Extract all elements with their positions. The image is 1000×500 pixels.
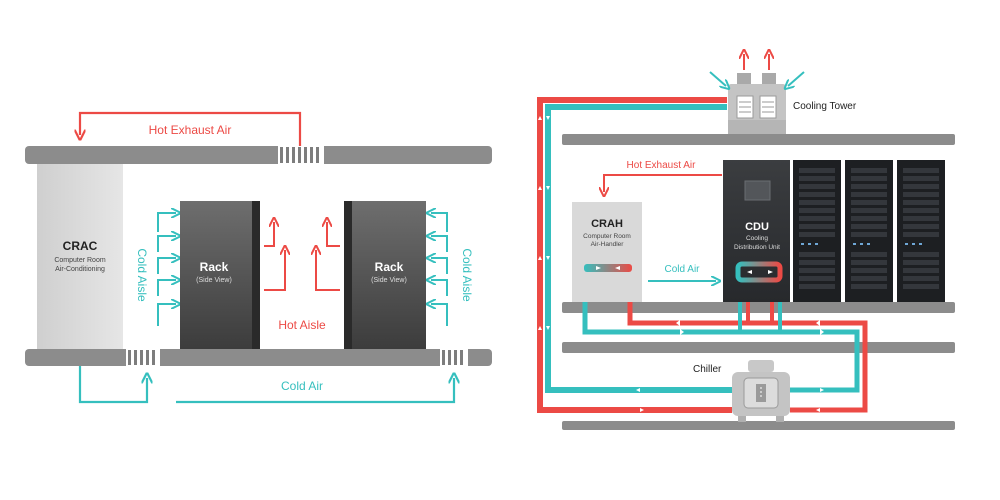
cold-aisle-right-arrows	[431, 213, 448, 326]
cooling-tower-exhaust-arrows	[744, 54, 769, 70]
hot-aisle-label: Hot Aisle	[278, 318, 326, 332]
crah-title: CRAH	[591, 218, 623, 230]
slab-floor-3	[562, 421, 955, 430]
floor-vent-left	[126, 348, 160, 367]
hot-exhaust-arrow	[80, 111, 302, 146]
cdu-subtitle-1: Cooling	[746, 235, 768, 242]
cold-aisle-left-label: Cold Aisle	[135, 248, 149, 302]
hot-exhaust-label: Hot Exhaust Air	[149, 123, 232, 137]
cdu-display	[744, 180, 771, 201]
rack-left-title: Rack	[200, 260, 229, 274]
server-racks	[793, 160, 945, 302]
server-rack-2	[845, 160, 893, 302]
slab-floor-2	[562, 342, 955, 353]
cold-air-underfloor-arrow-right	[176, 378, 454, 404]
cooling-tower	[728, 73, 786, 134]
floor-vent-right	[440, 348, 468, 367]
cdu-coil	[735, 261, 783, 283]
rack-right-title: Rack	[375, 260, 404, 274]
hot-aisle-arrows	[264, 222, 340, 291]
cold-air-label-right: Cold Air	[664, 264, 700, 275]
crac-subtitle-2: Air-Conditioning	[55, 266, 105, 273]
server-rack-3	[897, 160, 945, 302]
cooling-tower-label: Cooling Tower	[793, 101, 857, 112]
crah-coil	[584, 264, 632, 272]
condenser-loop-hot	[537, 97, 732, 413]
right-diagram: Cooling Tower Hot Exhaust Air CRAH Compu…	[537, 54, 955, 430]
hot-exhaust-label-right: Hot Exhaust Air	[627, 160, 697, 171]
crac-unit	[37, 164, 123, 349]
rack-left	[180, 201, 252, 349]
chiller-unit	[732, 360, 790, 422]
rack-right	[352, 201, 426, 349]
left-diagram: Hot Exhaust Air CRAC Computer Room Air-C…	[25, 111, 492, 404]
cooling-tower-intake-arrows	[709, 71, 805, 86]
cold-aisle-right-label: Cold Aisle	[460, 248, 474, 302]
chilled-loop-hot	[627, 267, 868, 413]
flow-chevrons	[538, 116, 824, 412]
raised-floor-slab	[25, 349, 492, 366]
cdu-title: CDU	[745, 221, 769, 233]
cdu-subtitle-2: Distribution Unit	[734, 244, 780, 251]
server-rack-1	[793, 160, 841, 302]
chilled-loop-cold	[582, 267, 860, 393]
crah-unit	[572, 202, 642, 302]
hot-exhaust-arrow-right	[604, 174, 722, 192]
slab-floor-1	[562, 302, 955, 313]
chiller-label: Chiller	[693, 364, 722, 375]
crac-title: CRAC	[63, 239, 98, 253]
cold-air-underfloor-arrow-left	[78, 366, 147, 404]
rack-right-subtitle: (Side View)	[371, 277, 407, 284]
rack-left-subtitle: (Side View)	[196, 277, 232, 284]
crah-subtitle-1: Computer Room	[583, 233, 631, 240]
ceiling-vent	[278, 145, 324, 165]
crah-subtitle-2: Air-Handler	[591, 241, 625, 248]
cold-air-label: Cold Air	[281, 379, 323, 393]
crac-subtitle-1: Computer Room	[54, 257, 106, 264]
cold-aisle-left-arrows	[157, 213, 176, 326]
slab-roof	[562, 134, 955, 145]
ceiling-slab	[25, 146, 492, 164]
